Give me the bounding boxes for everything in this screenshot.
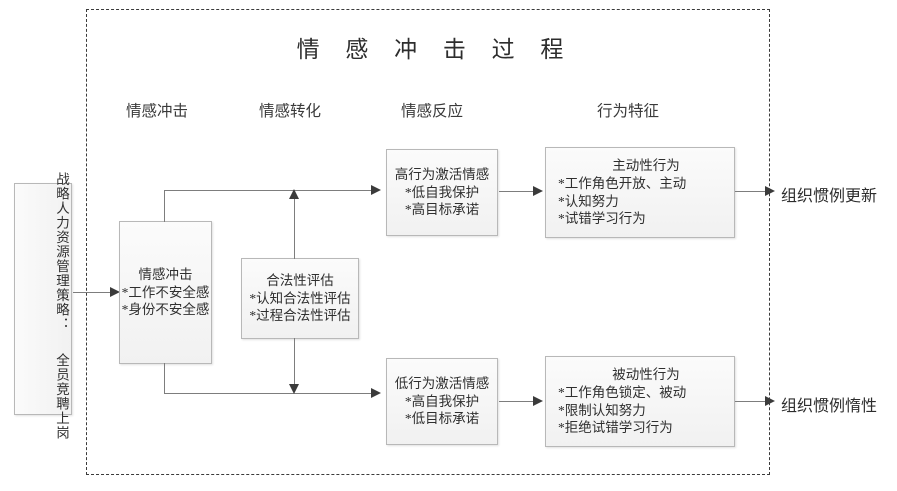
connector-proactive-to-outcome <box>735 191 771 193</box>
arrowhead-proactive-to-outcome <box>765 186 775 196</box>
connector-shock-to-high-activation <box>164 190 376 192</box>
process-boundary <box>86 9 770 475</box>
node-legitimacy-bullet-2: *过程合法性评估 <box>249 308 351 324</box>
node-low-activation-bullet-2: *低目标承诺 <box>404 411 480 427</box>
arrowhead-legitimacy-up <box>289 189 299 199</box>
node-legitimacy-bullet-1: *认知合法性评估 <box>249 290 351 306</box>
outcome-routine-inertia: 组织惯例惰性 <box>781 398 878 415</box>
node-legitimacy-evaluation: 合法性评估 *认知合法性评估 *过程合法性评估 <box>241 258 359 339</box>
node-high-activation-bullet-2: *高目标承诺 <box>404 202 480 218</box>
policy-box-line-2: 全员竞聘上岗 <box>54 353 69 441</box>
arrowhead-legitimacy-down <box>289 384 299 394</box>
node-passive-bullet-1: *工作角色锁定、被动 <box>558 384 687 400</box>
node-legitimacy-head: 合法性评估 <box>266 272 334 288</box>
connector-shock-down-riser <box>164 363 166 394</box>
node-emotional-shock-head: 情感冲击 <box>138 266 193 282</box>
node-passive-head: 被动性行为 <box>612 366 680 382</box>
node-emotional-shock: 情感冲击 *工作不安全感 *身份不安全感 <box>119 221 212 364</box>
node-low-activation-head: 低行为激活情感 <box>394 375 490 391</box>
outcome-routine-update: 组织惯例更新 <box>781 188 878 205</box>
connector-passive-to-outcome <box>735 401 771 403</box>
policy-box: 战略人力资源管理策略： 全员竞聘上岗 <box>14 172 72 440</box>
connector-high-activation-to-proactive <box>499 191 539 193</box>
connector-low-activation-to-passive <box>499 401 539 403</box>
policy-box-line-1: 战略人力资源管理策略： <box>54 171 69 332</box>
arrowhead-policy-to-shock <box>110 287 120 297</box>
stage-label-emotional-response: 情感反应 <box>401 103 464 120</box>
connector-shock-up-riser <box>164 190 166 222</box>
node-low-activation: 低行为激活情感 *高自我保护 *低目标承诺 <box>386 358 498 445</box>
connector-policy-to-shock <box>73 292 117 294</box>
stage-label-emotional-shock: 情感冲击 <box>126 103 189 120</box>
node-high-activation-bullet-1: *低自我保护 <box>404 184 480 200</box>
node-proactive-head: 主动性行为 <box>612 157 680 173</box>
arrowhead-passive-to-outcome <box>765 396 775 406</box>
connector-legitimacy-down <box>294 338 296 386</box>
node-proactive-bullet-1: *工作角色开放、主动 <box>558 175 687 191</box>
node-proactive-behavior: 主动性行为 *工作角色开放、主动 *认知努力 *试错学习行为 <box>545 147 735 238</box>
node-high-activation: 高行为激活情感 *低自我保护 *高目标承诺 <box>386 149 498 236</box>
stage-label-emotional-transformation: 情感转化 <box>259 103 322 120</box>
node-passive-behavior: 被动性行为 *工作角色锁定、被动 *限制认知努力 *拒绝试错学习行为 <box>545 356 735 447</box>
stage-label-behavior-traits: 行为特征 <box>597 103 660 120</box>
node-high-activation-head: 高行为激活情感 <box>394 166 490 182</box>
node-passive-bullet-2: *限制认知努力 <box>558 402 646 418</box>
connector-legitimacy-up <box>294 198 296 259</box>
arrowhead-low-activation-to-passive <box>533 396 543 406</box>
connector-shock-to-low-activation <box>164 393 376 395</box>
arrowhead-shock-to-high-activation <box>371 185 381 195</box>
arrowhead-high-activation-to-proactive <box>533 186 543 196</box>
node-low-activation-bullet-1: *高自我保护 <box>404 393 480 409</box>
node-emotional-shock-bullet-1: *工作不安全感 <box>121 284 210 300</box>
node-emotional-shock-bullet-2: *身份不安全感 <box>121 302 210 318</box>
node-passive-bullet-3: *拒绝试错学习行为 <box>558 420 673 436</box>
arrowhead-shock-to-low-activation <box>371 388 381 398</box>
node-proactive-bullet-3: *试错学习行为 <box>558 211 646 227</box>
diagram-title: 情 感 冲 击 过 程 <box>296 37 574 62</box>
node-proactive-bullet-2: *认知努力 <box>558 193 619 209</box>
